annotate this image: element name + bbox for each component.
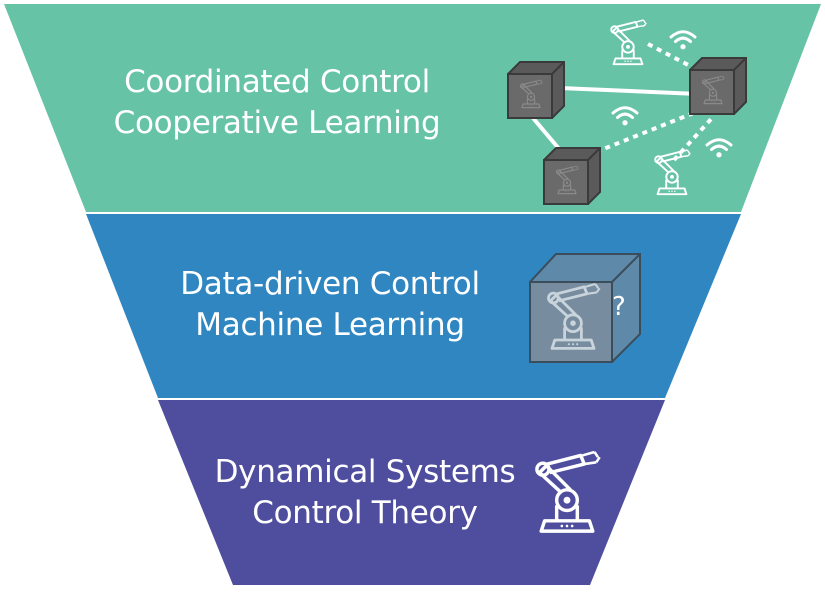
cube-icon <box>508 62 564 118</box>
tier-dynamical-systems <box>158 400 665 585</box>
black-box-cube-icon <box>529 253 641 363</box>
tier-2-label: Data-driven Control Machine Learning <box>120 264 540 346</box>
tier-coordinated-control <box>4 4 821 212</box>
cube-icon <box>690 58 746 114</box>
cooperative-network-illustration <box>508 19 746 204</box>
tier-2-line-1: Data-driven Control <box>180 266 480 302</box>
tier-3-line-1: Dynamical Systems <box>214 454 516 490</box>
cube-icon <box>544 148 600 204</box>
tier-3-label: Dynamical Systems Control Theory <box>150 452 580 534</box>
link-line <box>595 110 697 154</box>
tier-3-line-2: Control Theory <box>252 495 478 531</box>
link-line <box>647 42 695 70</box>
tier-1-line-1: Coordinated Control <box>124 64 430 100</box>
link-line <box>531 116 562 152</box>
link-line <box>559 86 699 96</box>
tier-1-label: Coordinated Control Cooperative Learning <box>62 62 492 144</box>
tier-2-line-2: Machine Learning <box>195 307 465 343</box>
question-mark: ? <box>612 292 626 322</box>
tier-1-line-2: Cooperative Learning <box>113 105 441 141</box>
